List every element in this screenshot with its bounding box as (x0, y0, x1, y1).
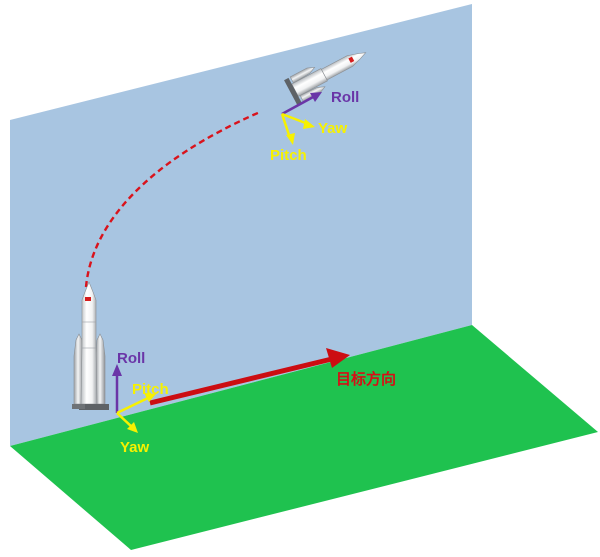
flight-yaw-arrowhead (303, 119, 315, 129)
target-direction-label: 目标方向 (336, 370, 396, 388)
flight-roll-label: Roll (331, 89, 359, 106)
target-direction-arrowhead (326, 348, 350, 368)
target-direction-arrow (149, 355, 337, 406)
ground-yaw-arrowhead (127, 422, 138, 433)
flight-trajectory (84, 110, 261, 288)
ground-pitch-arrowhead (144, 393, 156, 402)
ground-yaw-axis (116, 412, 134, 429)
flight-pitch-axis (280, 113, 292, 139)
watermark: 知乎 @YANGJT (478, 526, 583, 544)
flight-yaw-axis (281, 112, 309, 126)
ground-yaw-label: Yaw (120, 439, 150, 456)
flight-yaw-label: Yaw (318, 120, 348, 137)
ground-roll-label: Roll (117, 350, 145, 367)
ground-plane (10, 325, 598, 550)
rocket-icon (72, 281, 109, 410)
ground-pitch-label: Pitch (132, 381, 169, 398)
flight-roll-arrowhead (310, 92, 322, 102)
vertical-plane (10, 4, 472, 446)
flight-roll-axis (281, 94, 316, 116)
flight-pitch-arrowhead (286, 133, 295, 145)
ground-roll-arrowhead (112, 364, 122, 376)
flight-pitch-label: Pitch (270, 147, 307, 164)
ground-pitch-axis (116, 395, 151, 415)
